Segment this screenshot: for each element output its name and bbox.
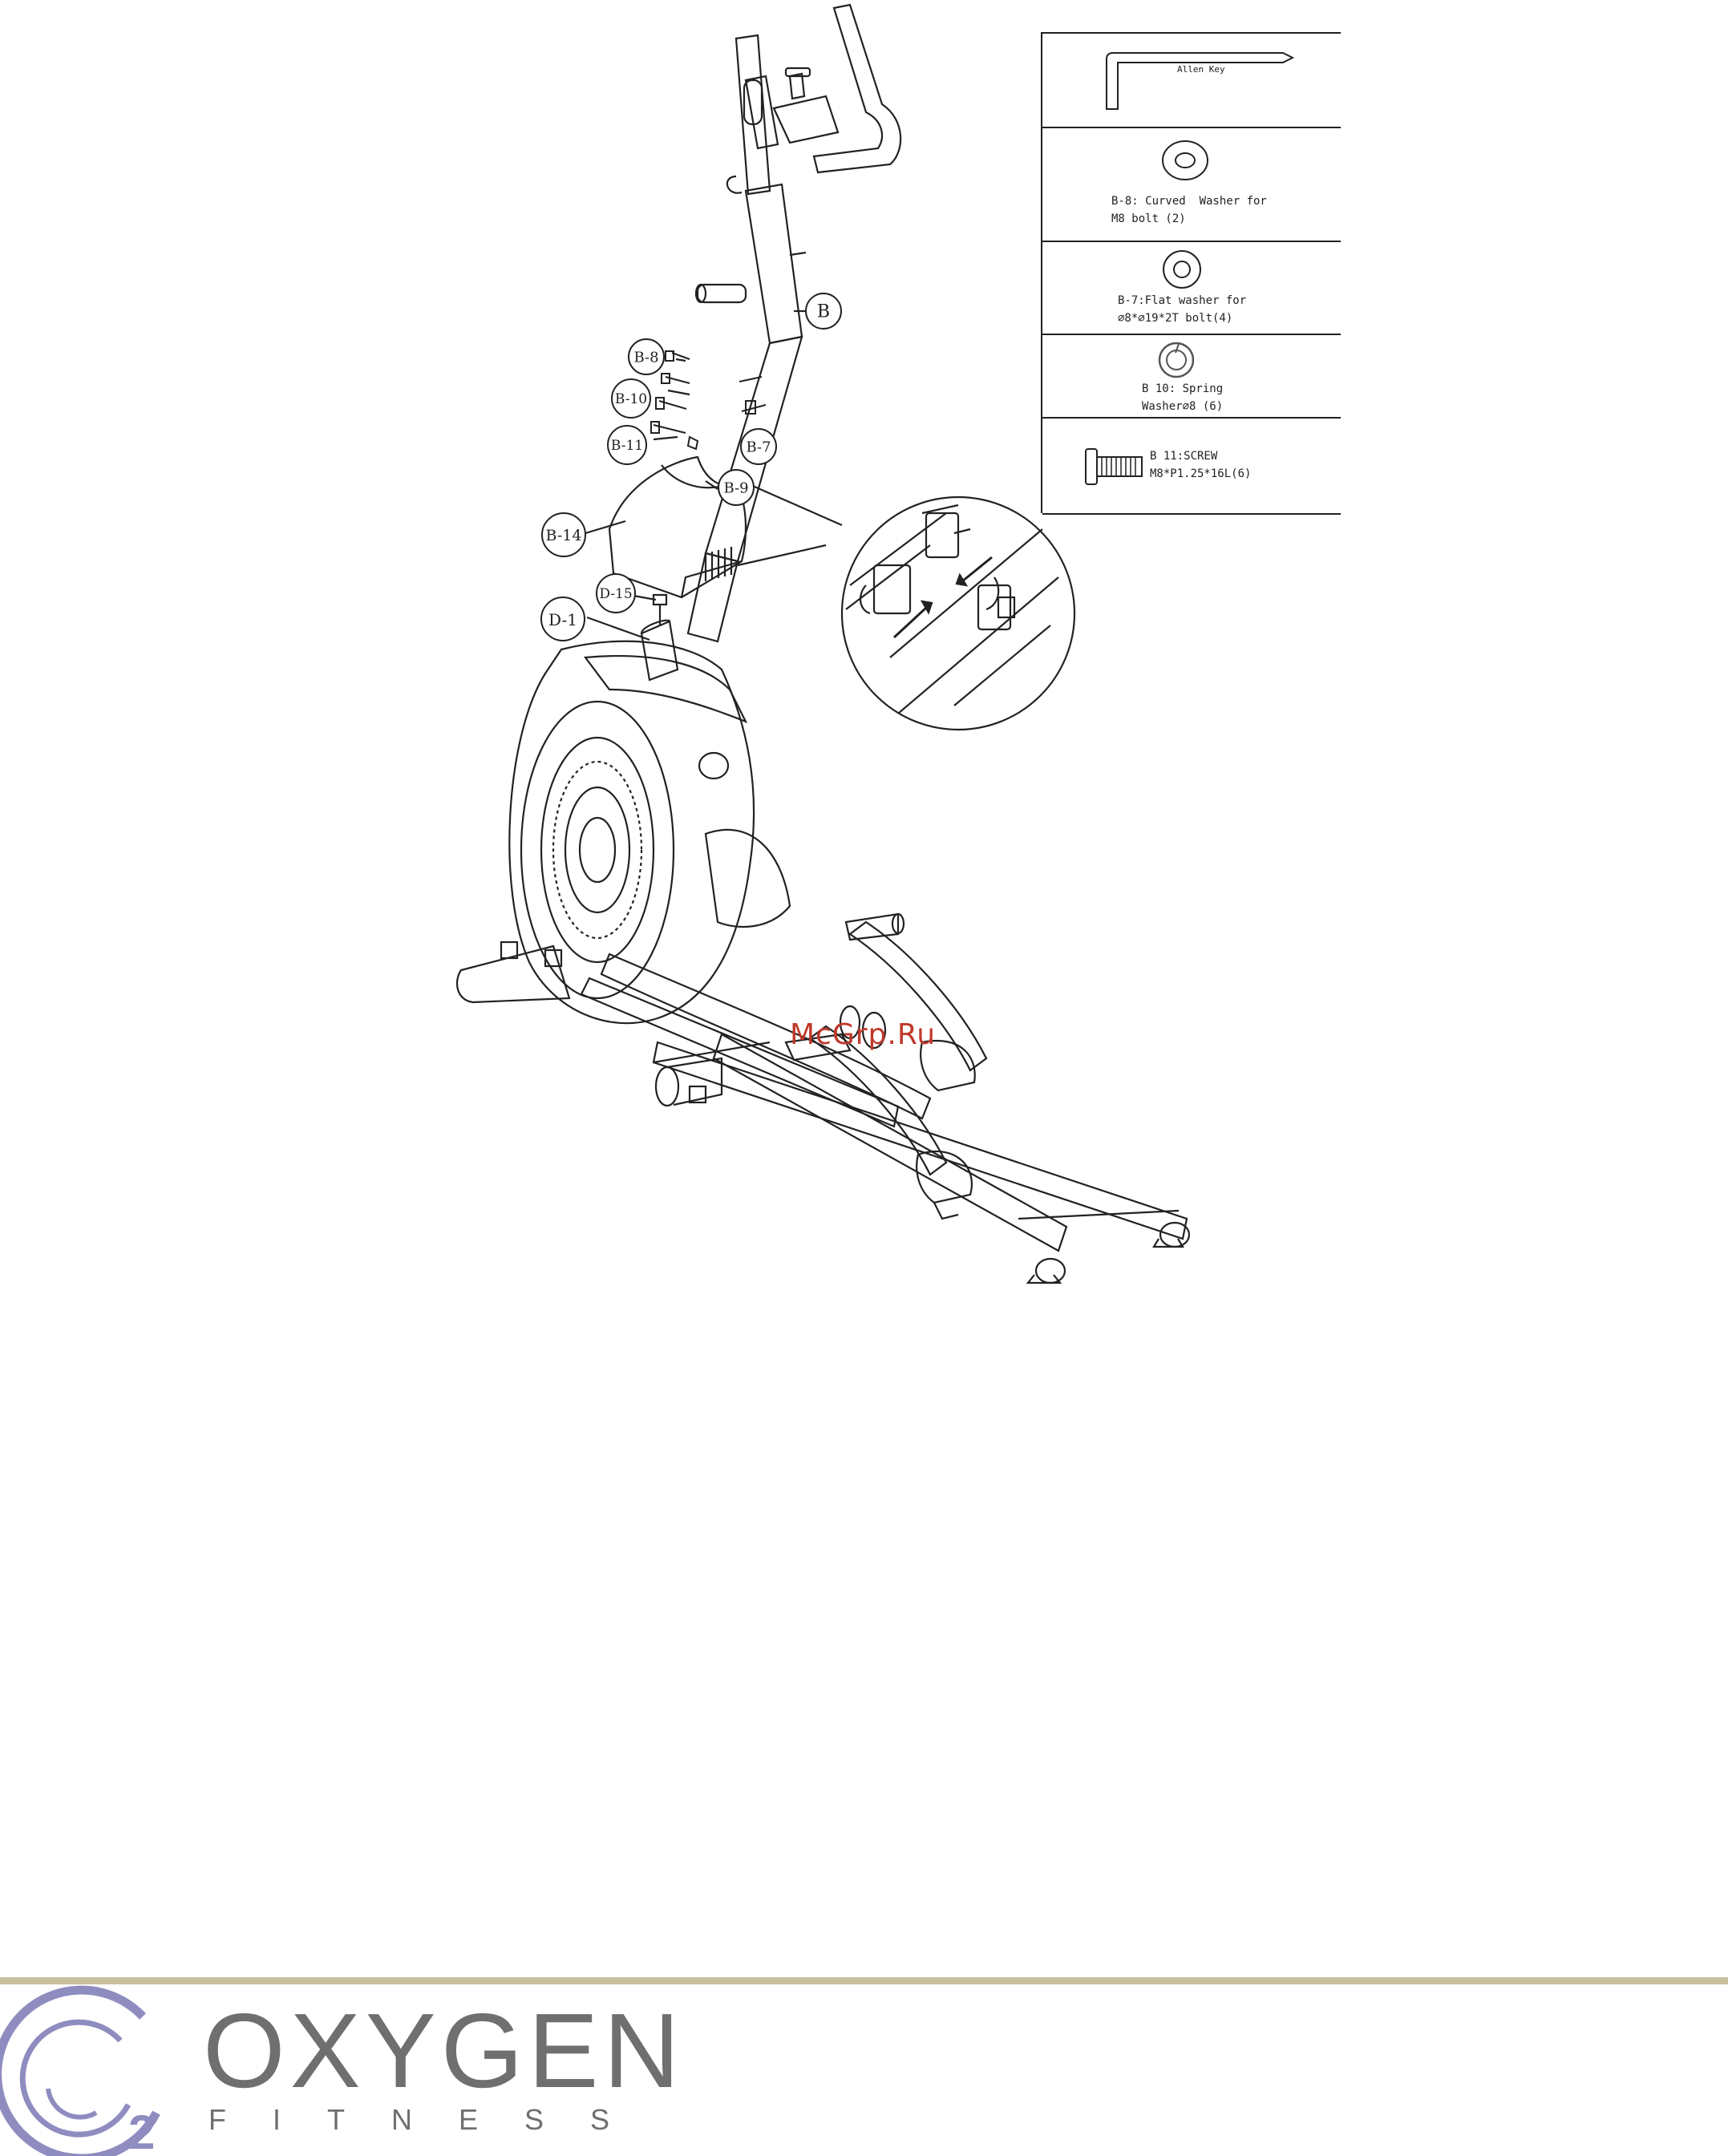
allen-key-icon [1091,45,1299,117]
curved-washer-icon [1161,140,1209,181]
flat-washer-icon [1161,249,1203,290]
parts-row-allen-key: Allen Key [1042,32,1341,128]
b11-label-line1: B 11:SCREW [1150,447,1217,465]
assembly-drawing: B B-8 B-10 B-11 B-7 B-9 B-14 D-15 D-1 [0,0,1728,1988]
callout-b9-label: B-9 [723,480,748,497]
brand-tagline: FITNESS [208,2104,656,2136]
footer-rule [0,1977,1728,1984]
hardware-parts-table: Allen Key B-8: Curved Washer for M8 bolt… [1041,32,1341,513]
parts-row-b10: B 10: Spring Washer∅8 (6) [1042,334,1341,419]
callout-b14-label: B-14 [546,527,582,544]
b10-label-line2: Washer∅8 (6) [1142,398,1223,415]
b8-label-line2: M8 bolt (2) [1111,210,1186,228]
b7-label-line2: ∅8*∅19*2T bolt(4) [1118,309,1232,327]
parts-row-b11: B 11:SCREW M8*P1.25*16L(6) [1042,417,1341,515]
callout-b8-label: B-8 [633,350,658,366]
oxygen-logo-icon: 2 [0,1984,176,2156]
screw-icon [1083,446,1147,487]
spring-washer-icon [1156,340,1196,380]
b7-label-line1: B-7:Flat washer for [1118,292,1246,309]
parts-row-b7: B-7:Flat washer for ∅8*∅19*2T bolt(4) [1042,241,1341,335]
callout-d1-label: D-1 [548,610,577,629]
callout-b7-label: B-7 [746,439,771,456]
brand-name: OXYGEN [203,1998,685,2104]
logo-digit: 2 [128,2105,155,2156]
b11-label-line2: M8*P1.25*16L(6) [1150,465,1251,483]
callout-d15-label: D-15 [599,586,632,602]
b10-label-line1: B 10: Spring [1142,380,1223,398]
allen-key-label: Allen Key [1177,61,1225,79]
callout-b11-label: B-11 [611,438,643,454]
callout-b10-label: B-10 [615,391,647,407]
b8-label-line1: B-8: Curved Washer for [1111,192,1267,210]
watermark: McGrp.Ru [790,1018,936,1051]
parts-row-b8: B-8: Curved Washer for M8 bolt (2) [1042,127,1341,242]
callout-b-label: B [817,302,830,322]
